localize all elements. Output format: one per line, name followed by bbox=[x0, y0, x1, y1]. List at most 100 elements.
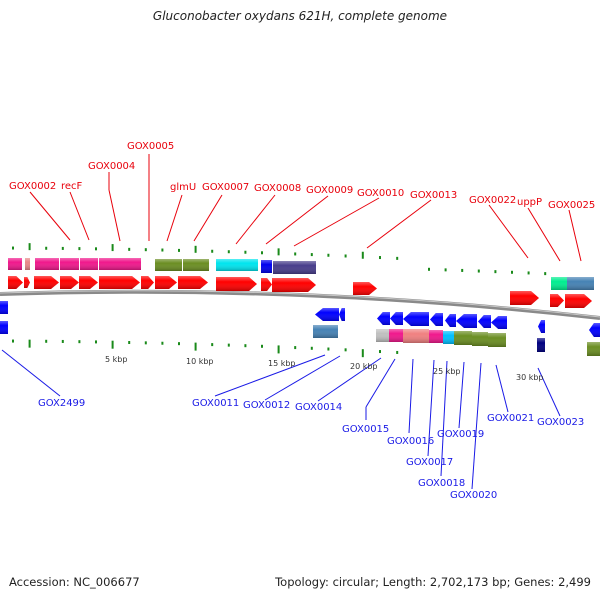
feature-box[interactable] bbox=[587, 342, 600, 356]
reverse-gene-arrow[interactable] bbox=[430, 313, 443, 326]
feature-box[interactable] bbox=[25, 258, 30, 270]
forward-gene-arrow[interactable] bbox=[99, 276, 140, 289]
gene-label-GOX0021[interactable]: GOX0021 bbox=[487, 413, 534, 424]
leader-GOX0009 bbox=[265, 195, 329, 245]
feature-box[interactable] bbox=[454, 331, 472, 345]
feature-box[interactable] bbox=[443, 331, 454, 344]
gene-label-GOX0019[interactable]: GOX0019 bbox=[437, 429, 484, 440]
tick-mark bbox=[428, 267, 430, 271]
gene-label-recF[interactable]: recF bbox=[61, 181, 83, 192]
gene-label-GOX0012[interactable]: GOX0012 bbox=[243, 400, 290, 411]
gene-label-GOX0020[interactable]: GOX0020 bbox=[450, 490, 497, 501]
tick-mark bbox=[211, 249, 214, 253]
feature-box[interactable] bbox=[488, 333, 506, 347]
forward-gene-arrow[interactable] bbox=[34, 276, 59, 289]
scale-label-10kbp: 10 kbp bbox=[186, 357, 214, 366]
reverse-gene-labels: GOX2499 GOX0011 GOX0012 GOX0014 GOX0015 … bbox=[38, 398, 584, 501]
tick-mark bbox=[78, 340, 81, 344]
feature-box[interactable] bbox=[8, 258, 22, 270]
gene-label-GOX2499[interactable]: GOX2499 bbox=[38, 398, 85, 409]
tick-mark bbox=[261, 344, 263, 348]
reverse-gene-arrow[interactable] bbox=[377, 312, 390, 325]
feature-box[interactable] bbox=[537, 338, 545, 352]
tick-mark bbox=[28, 339, 31, 348]
feature-box[interactable] bbox=[60, 258, 79, 270]
feature-box[interactable] bbox=[80, 258, 98, 270]
gene-label-GOX0014[interactable]: GOX0014 bbox=[295, 402, 342, 413]
gene-label-GOX0015[interactable]: GOX0015 bbox=[342, 424, 389, 435]
tick-mark bbox=[327, 347, 330, 351]
reverse-gene-arrow[interactable] bbox=[390, 312, 403, 325]
leader-GOX0023 bbox=[537, 367, 561, 417]
gene-label-GOX0010[interactable]: GOX0010 bbox=[357, 188, 404, 199]
tick-mark bbox=[294, 346, 297, 350]
gene-label-glmU[interactable]: glmU bbox=[170, 182, 196, 193]
leader-uppP bbox=[527, 207, 561, 262]
forward-gene-arrow[interactable] bbox=[141, 276, 154, 289]
feature-box[interactable] bbox=[216, 259, 258, 271]
feature-box[interactable] bbox=[155, 259, 182, 271]
reverse-gene-box[interactable] bbox=[0, 301, 8, 314]
gene-label-GOX0008[interactable]: GOX0008 bbox=[254, 183, 301, 194]
forward-gene-arrow[interactable] bbox=[8, 276, 23, 289]
reverse-gene-arrow[interactable] bbox=[478, 315, 491, 328]
reverse-gene-arrow[interactable] bbox=[445, 314, 456, 327]
tick-mark bbox=[28, 243, 31, 251]
forward-gene-arrow[interactable] bbox=[261, 278, 272, 291]
forward-gene-arrow[interactable] bbox=[353, 282, 377, 295]
gene-label-GOX0023[interactable]: GOX0023 bbox=[537, 417, 584, 428]
gene-label-GOX0009[interactable]: GOX0009 bbox=[306, 185, 353, 196]
feature-box[interactable] bbox=[183, 259, 209, 271]
feature-box[interactable] bbox=[389, 329, 403, 342]
reverse-gene-arrow[interactable] bbox=[589, 323, 600, 337]
gene-label-GOX0011[interactable]: GOX0011 bbox=[192, 398, 239, 409]
forward-gene-arrow[interactable] bbox=[272, 278, 316, 292]
tick-row-bottom bbox=[12, 339, 399, 358]
gene-label-GOX0007[interactable]: GOX0007 bbox=[202, 182, 249, 193]
gene-label-GOX0013[interactable]: GOX0013 bbox=[410, 190, 457, 201]
feature-box[interactable] bbox=[261, 260, 272, 273]
forward-gene-arrow[interactable] bbox=[550, 294, 564, 307]
tick-mark bbox=[396, 350, 399, 354]
reverse-gene-box[interactable] bbox=[0, 321, 8, 334]
forward-gene-arrow[interactable] bbox=[565, 294, 592, 308]
gene-label-GOX0016[interactable]: GOX0016 bbox=[387, 436, 434, 447]
feature-box[interactable] bbox=[551, 277, 567, 290]
feature-box[interactable] bbox=[429, 330, 443, 343]
leader-GOX0010 bbox=[293, 197, 380, 247]
feature-box[interactable] bbox=[313, 325, 338, 338]
forward-gene-arrow[interactable] bbox=[60, 276, 79, 289]
feature-box[interactable] bbox=[35, 258, 59, 270]
forward-gene-arrow[interactable] bbox=[216, 277, 257, 291]
tick-mark bbox=[277, 248, 280, 256]
reverse-gene-arrow[interactable] bbox=[491, 316, 507, 329]
tick-mark bbox=[494, 270, 497, 274]
reverse-gene-arrow[interactable] bbox=[538, 320, 545, 333]
gene-label-GOX0018[interactable]: GOX0018 bbox=[418, 478, 465, 489]
reverse-gene-arrow[interactable] bbox=[339, 308, 345, 321]
tick-mark bbox=[344, 254, 347, 258]
gene-label-GOX0002[interactable]: GOX0002 bbox=[9, 181, 56, 192]
gene-label-GOX0005[interactable]: GOX0005 bbox=[127, 141, 174, 152]
feature-box[interactable] bbox=[376, 329, 389, 342]
feature-box[interactable] bbox=[99, 258, 141, 270]
gene-label-GOX0022[interactable]: GOX0022 bbox=[469, 195, 516, 206]
gene-label-GOX0017[interactable]: GOX0017 bbox=[406, 457, 453, 468]
feature-box[interactable] bbox=[567, 277, 594, 290]
forward-gene-arrow[interactable] bbox=[178, 276, 208, 289]
tick-mark bbox=[244, 344, 247, 348]
forward-gene-arrow[interactable] bbox=[24, 277, 30, 288]
feature-box[interactable] bbox=[273, 261, 316, 274]
gene-label-GOX0004[interactable]: GOX0004 bbox=[88, 161, 135, 172]
gene-label-GOX0025[interactable]: GOX0025 bbox=[548, 200, 595, 211]
forward-gene-arrow[interactable] bbox=[510, 291, 539, 305]
reverse-gene-arrow[interactable] bbox=[403, 312, 429, 326]
tick-mark bbox=[95, 340, 97, 344]
reverse-gene-arrow[interactable] bbox=[456, 314, 477, 328]
forward-gene-arrow[interactable] bbox=[155, 276, 177, 289]
reverse-gene-arrow[interactable] bbox=[315, 308, 339, 321]
feature-box[interactable] bbox=[472, 332, 488, 346]
gene-label-uppP[interactable]: uppP bbox=[517, 197, 542, 208]
forward-gene-arrow[interactable] bbox=[79, 276, 98, 289]
feature-box[interactable] bbox=[403, 329, 429, 343]
